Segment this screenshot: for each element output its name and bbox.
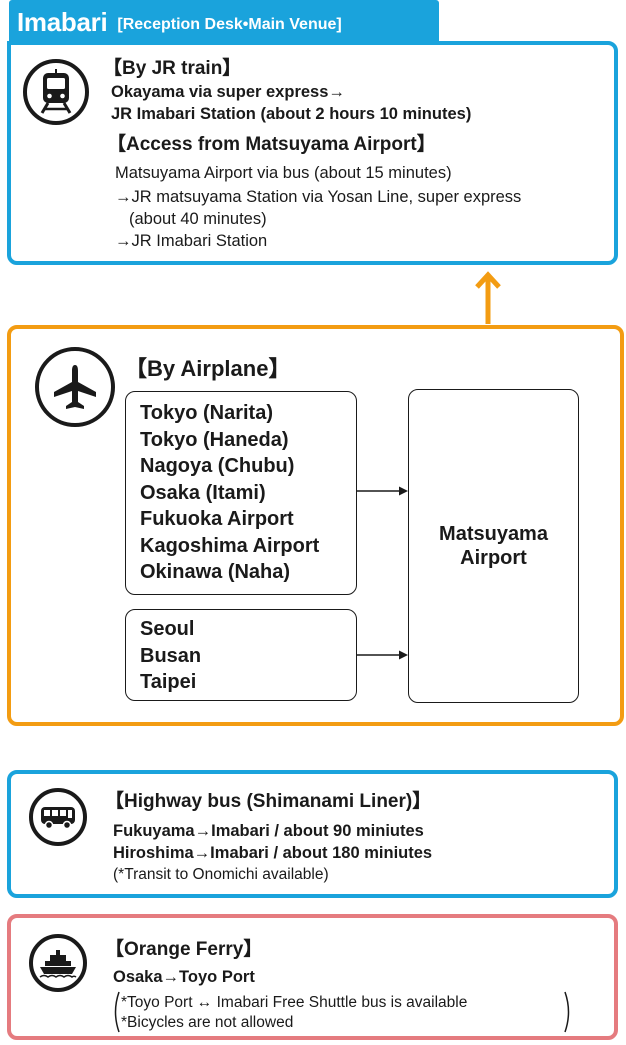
city-item: Fukuoka Airport — [140, 508, 294, 530]
bus-line-3: (*Transit to Onomichi available) — [113, 866, 329, 883]
header-tab: Imabari [Reception Desk•Main Venue] — [9, 0, 439, 42]
train-icon — [23, 59, 89, 125]
bus-icon — [29, 788, 87, 846]
airport-access-line-3: (about 40 minutes) — [129, 210, 267, 228]
train-line-1: Okayama via super express→ — [111, 83, 345, 101]
international-airports: Seoul Busan Taipei — [125, 609, 357, 701]
destination-line: Matsuyama — [439, 523, 548, 545]
airport-access-line-1: Matsuyama Airport via bus (about 15 minu… — [115, 164, 452, 182]
airport-access-heading: 【Access from Matsuyama Airport】 — [107, 134, 436, 155]
bus-heading: 【Highway bus (Shimanami Liner)】 — [105, 791, 432, 812]
airport-access-line-4: →JR Imabari Station — [115, 232, 268, 250]
bus-box: 【Highway bus (Shimanami Liner)】 Fukuyama… — [7, 770, 618, 898]
arrow-international — [357, 650, 408, 660]
ferry-notes-right-paren — [564, 991, 570, 1033]
city-item: Nagoya (Chubu) — [140, 455, 295, 477]
train-heading: 【By JR train】 — [103, 58, 242, 79]
city-item: Osaka (Itami) — [140, 481, 266, 504]
city-item: Taipei — [140, 671, 197, 693]
ferry-box: 【Orange Ferry】 Osaka→Toyo Port *Toyo Por… — [7, 914, 618, 1040]
ferry-heading: 【Orange Ferry】 — [105, 939, 263, 960]
bus-line-1: Fukuyama→Imabari / about 90 miniutes — [113, 822, 424, 840]
airplane-icon — [35, 347, 115, 427]
bus-line-2: Hiroshima→Imabari / about 180 miniutes — [113, 844, 433, 862]
page-title: Imabari — [17, 7, 108, 37]
page-subtitle: [Reception Desk•Main Venue] — [117, 16, 342, 33]
destination-line: Airport — [460, 547, 527, 569]
city-item: Tokyo (Narita) — [140, 402, 273, 424]
city-item: Busan — [140, 644, 202, 667]
arrow-domestic — [357, 486, 408, 496]
ferry-notes-left-paren — [114, 991, 120, 1033]
matsuyama-airport-box: Matsuyama Airport — [408, 389, 579, 703]
city-item: Tokyo (Haneda) — [140, 428, 289, 451]
domestic-airports: Tokyo (Narita) Tokyo (Haneda) Nagoya (Ch… — [125, 391, 357, 595]
ferry-icon — [29, 934, 87, 992]
up-arrow — [475, 271, 501, 324]
city-item: Seoul — [140, 618, 195, 640]
airplane-box: 【By Airplane】 Tokyo (Narita) Tokyo (Hane… — [7, 325, 624, 726]
train-line-2: JR Imabari Station (about 2 hours 10 min… — [111, 105, 472, 123]
ferry-line-1: Osaka→Toyo Port — [113, 968, 255, 986]
city-item: Okinawa (Naha) — [140, 561, 291, 583]
train-box: 【By JR train】 Okayama via super express→… — [7, 41, 618, 265]
airport-access-line-2: →JR matsuyama Station via Yosan Line, su… — [115, 188, 522, 206]
airplane-heading: 【By Airplane】 — [125, 356, 291, 381]
ferry-note-1: *Toyo Port ↔ Imabari Free Shuttle bus is… — [121, 994, 468, 1011]
ferry-note-2: *Bicycles are not allowed — [121, 1014, 294, 1031]
city-item: Kagoshima Airport — [140, 534, 320, 557]
